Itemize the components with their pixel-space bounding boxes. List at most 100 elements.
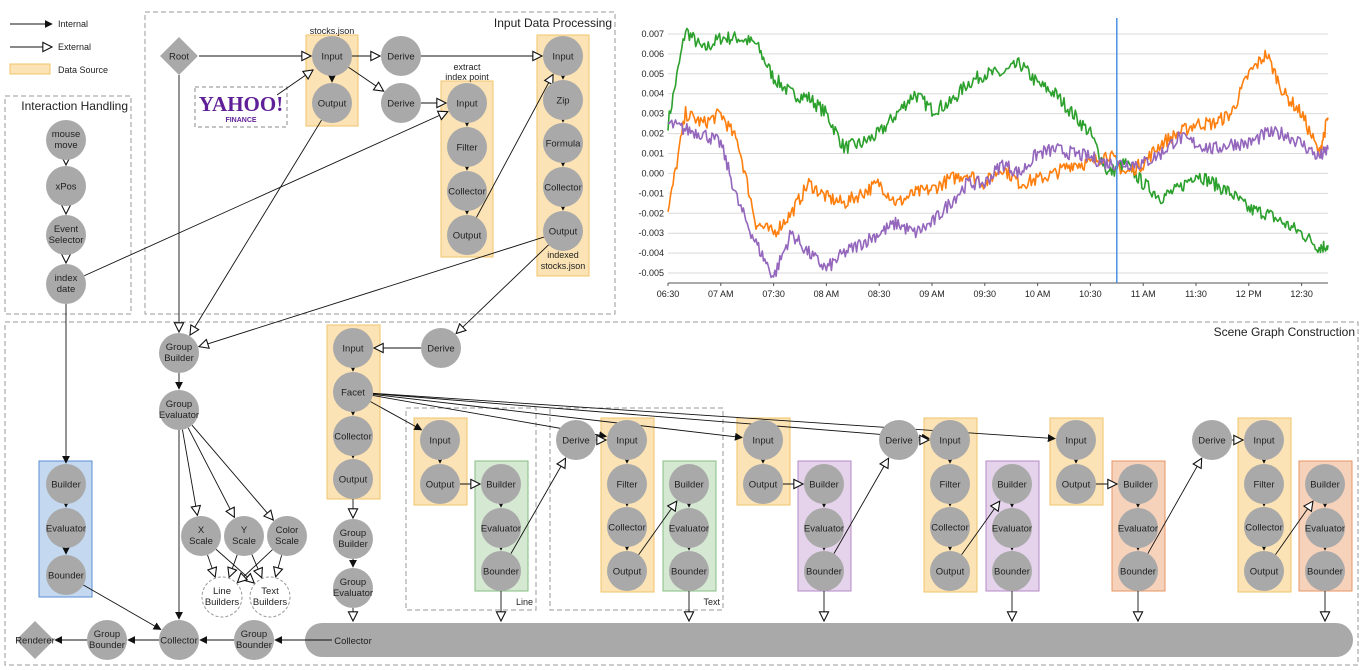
node-l2-output[interactable]: Output <box>743 464 783 504</box>
series-line-1 <box>667 49 1329 238</box>
node-l2-bounder[interactable]: Bounder <box>804 551 844 591</box>
node-renderer[interactable]: Renderer <box>15 621 55 659</box>
node-l2-builder[interactable]: Builder <box>804 464 844 504</box>
node-x-formula[interactable]: Formula <box>543 123 583 163</box>
node-t3-derive[interactable]: Derive <box>1192 420 1232 460</box>
node-derive2[interactable]: Derive <box>381 83 421 123</box>
node-circle <box>607 420 647 460</box>
node-l2-evaluator[interactable]: Evaluator <box>804 508 844 548</box>
diamond-shape <box>160 37 198 75</box>
node-t2-derive[interactable]: Derive <box>879 420 919 460</box>
node-label: Formula <box>546 139 582 150</box>
node-t3-filter[interactable]: Filter <box>1244 464 1284 504</box>
node-c-input[interactable]: Input <box>333 328 373 368</box>
node-l1-builder[interactable]: Builder <box>481 464 521 504</box>
node-t1-derive[interactable]: Derive <box>556 420 596 460</box>
edge-s_output-gb1 <box>190 119 322 335</box>
node-s-output[interactable]: Output <box>312 83 352 123</box>
node-c-output[interactable]: Output <box>333 459 373 499</box>
node-e-output[interactable]: Output <box>447 215 487 255</box>
node-x-zip[interactable]: Zip <box>543 80 583 120</box>
node-c-derive[interactable]: Derive <box>421 328 461 368</box>
node-l3-builder[interactable]: Builder <box>1118 464 1158 504</box>
node-label: Input <box>1065 436 1086 447</box>
node-l1-evaluator[interactable]: Evaluator <box>481 508 521 548</box>
yahoo-finance-logo: YAHOO! FINANCE <box>194 86 288 128</box>
node-t1-input[interactable]: Input <box>607 420 647 460</box>
node-label: Filter <box>456 143 477 154</box>
node-circle <box>46 264 86 304</box>
node-label: Builder <box>1123 480 1153 491</box>
node-derive1[interactable]: Derive <box>381 36 421 76</box>
node-l3-evaluator[interactable]: Evaluator <box>1118 508 1158 548</box>
node-t2-evaluator[interactable]: Evaluator <box>992 508 1032 548</box>
node-l1-output[interactable]: Output <box>420 464 460 504</box>
node-l1-bounder[interactable]: Bounder <box>481 551 521 591</box>
node-l1-input[interactable]: Input <box>420 420 460 460</box>
node-t1-bounder[interactable]: Bounder <box>669 551 709 591</box>
node-xpos[interactable]: xPos <box>46 166 86 206</box>
node-t1-collector[interactable]: Collector <box>607 507 647 547</box>
node-e-collector[interactable]: Collector <box>447 171 487 211</box>
node-l3-input[interactable]: Input <box>1056 420 1096 460</box>
node-e-filter[interactable]: Filter <box>447 127 487 167</box>
node-label: Derive <box>562 436 589 447</box>
node-label: Output <box>426 480 455 491</box>
node-l2-input[interactable]: Input <box>743 420 783 460</box>
node-x-collector[interactable]: Collector <box>543 167 583 207</box>
node-t1-evaluator[interactable]: Evaluator <box>669 508 709 548</box>
node-circle <box>669 464 709 504</box>
node-label: Builder <box>809 480 839 491</box>
node-t3-collector[interactable]: Collector <box>1244 507 1284 547</box>
node-t2-builder[interactable]: Builder <box>992 464 1032 504</box>
node-t2-collector[interactable]: Collector <box>930 507 970 547</box>
node-circle <box>481 464 521 504</box>
node-t2-output[interactable]: Output <box>930 551 970 591</box>
node-l3-output[interactable]: Output <box>1056 464 1096 504</box>
node-c-facet[interactable]: Facet <box>333 372 373 412</box>
node-s-input[interactable]: Input <box>312 36 352 76</box>
node-x-input[interactable]: Input <box>543 36 583 76</box>
node-t1-output[interactable]: Output <box>607 551 647 591</box>
node-t3-bounder[interactable]: Bounder <box>1305 551 1345 591</box>
node-b-evaluator[interactable]: Evaluator <box>46 508 86 548</box>
node-e-input[interactable]: Input <box>447 83 487 123</box>
node-label: Derive <box>387 52 414 63</box>
node-t3-input[interactable]: Input <box>1244 420 1284 460</box>
node-t3-builder[interactable]: Builder <box>1305 464 1345 504</box>
node-t1-builder[interactable]: Builder <box>669 464 709 504</box>
edge-l3_bounder-t3_derive <box>1147 458 1202 554</box>
edge-cscale-linebuilders <box>237 549 273 583</box>
node-circle <box>1118 508 1158 548</box>
yahoo-sub: FINANCE <box>225 117 256 124</box>
node-t3-evaluator[interactable]: Evaluator <box>1305 508 1345 548</box>
y-tick-label: 0.004 <box>641 89 664 99</box>
node-l3-bounder[interactable]: Bounder <box>1118 551 1158 591</box>
node-b-builder[interactable]: Builder <box>46 464 86 504</box>
node-t3-output[interactable]: Output <box>1244 551 1284 591</box>
node-c-collector[interactable]: Collector <box>333 416 373 456</box>
node-collector-main[interactable]: Collector <box>159 620 199 660</box>
node-t1-filter[interactable]: Filter <box>607 464 647 504</box>
node-b-bounder[interactable]: Bounder <box>46 555 86 595</box>
node-t2-filter[interactable]: Filter <box>930 464 970 504</box>
node-x-output[interactable]: Output <box>543 211 583 251</box>
node-t2-bounder[interactable]: Bounder <box>992 551 1032 591</box>
node-root[interactable]: Root <box>160 37 198 75</box>
node-t2-input[interactable]: Input <box>930 420 970 460</box>
